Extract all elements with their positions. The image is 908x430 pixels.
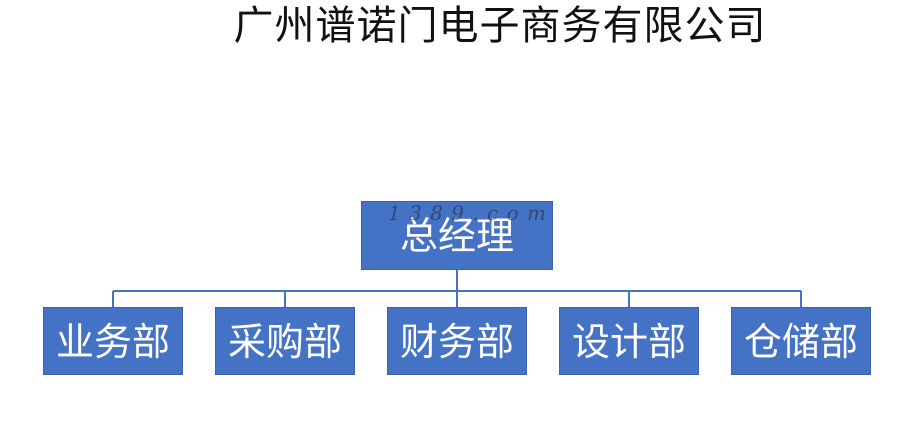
department-node-finance[interactable]: 财务部 xyxy=(387,307,527,375)
org-chart-title: 广州谱诺门电子商务有限公司 xyxy=(233,3,767,49)
department-node-purchasing[interactable]: 采购部 xyxy=(215,307,355,375)
general-manager-node[interactable]: 总经理 xyxy=(361,201,553,270)
department-node-business[interactable]: 业务部 xyxy=(43,307,183,375)
watermark-text: 1 3 8 9 . c o m xyxy=(388,201,547,225)
department-node-design[interactable]: 设计部 xyxy=(559,307,699,375)
department-node-warehouse[interactable]: 仓储部 xyxy=(731,307,871,375)
